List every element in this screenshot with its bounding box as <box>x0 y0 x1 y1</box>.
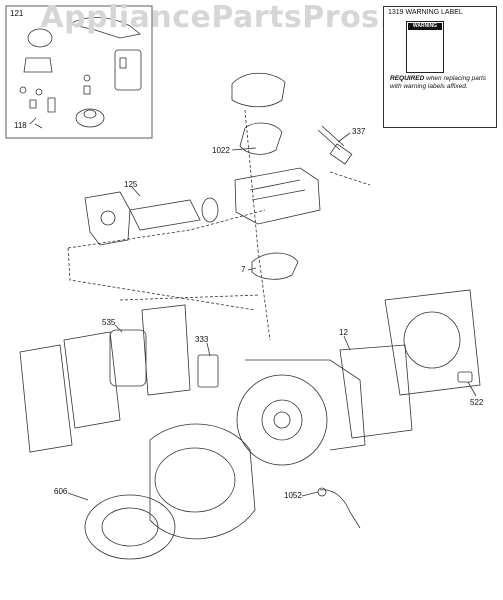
callout-7: 7 <box>241 265 246 274</box>
callout-535: 535 <box>102 318 116 327</box>
callout-606: 606 <box>54 487 68 496</box>
callout-125: 125 <box>124 180 138 189</box>
callout-1022: 1022 <box>212 146 230 155</box>
warning-label-box: 1319 WARNING LABEL WARNING REQUIRED when… <box>383 6 497 128</box>
warning-label-number: 1319 WARNING LABEL <box>388 9 463 16</box>
warning-note: REQUIRED when replacing parts with warni… <box>390 75 494 91</box>
callout-1052: 1052 <box>284 491 302 500</box>
warning-note-text: when replacing parts with warning labels… <box>390 75 487 90</box>
callout-337: 337 <box>352 127 366 136</box>
callout-522: 522 <box>470 398 484 407</box>
warning-decal: WARNING <box>406 21 444 73</box>
warning-required-word: REQUIRED <box>390 75 425 82</box>
callout-333: 333 <box>195 335 209 344</box>
warning-header: WARNING <box>408 23 442 30</box>
callout-12: 12 <box>339 328 348 337</box>
kit-box-121 <box>5 5 153 139</box>
callout-118: 118 <box>14 121 27 130</box>
kit-box-label: 121 <box>10 9 24 18</box>
